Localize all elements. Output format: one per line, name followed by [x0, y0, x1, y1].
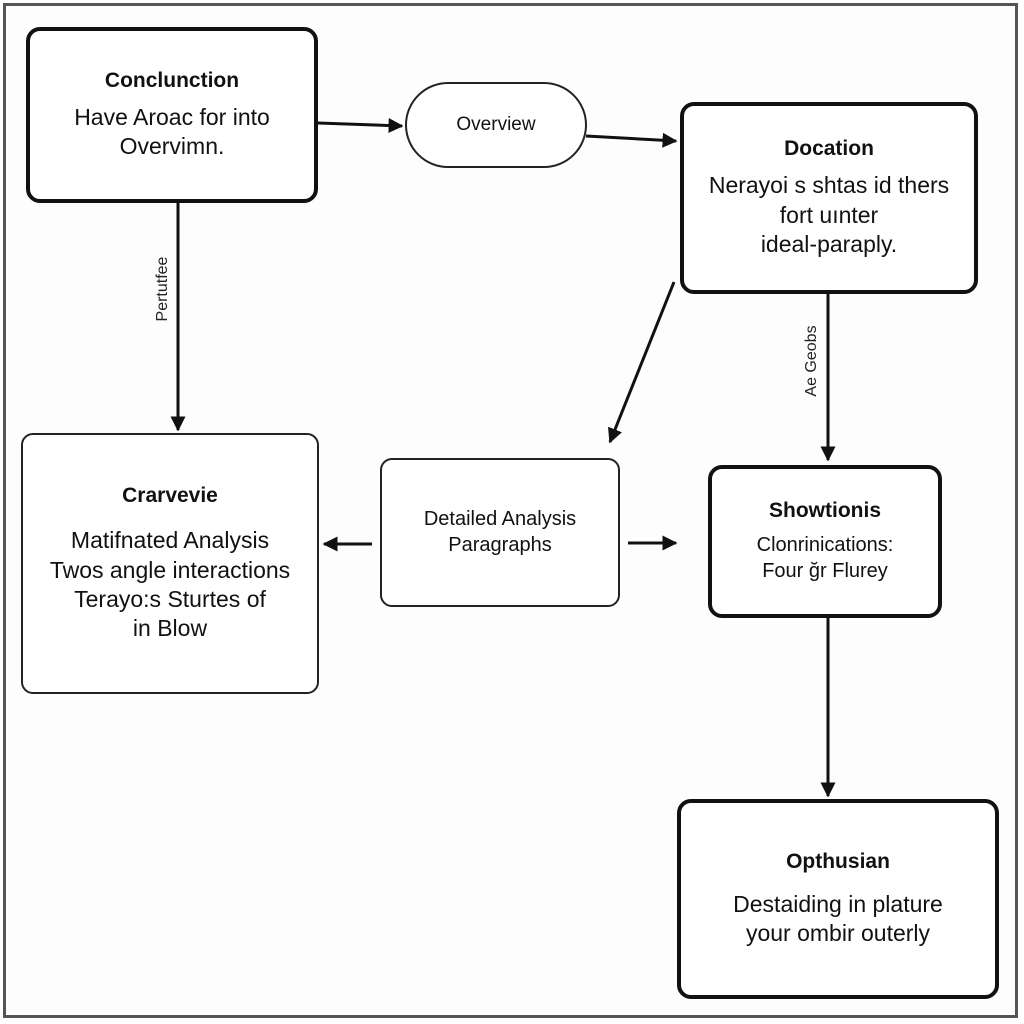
node-docation-line-1: Nerayoi s shtas id thers: [708, 172, 950, 199]
node-overview-label: Overview: [456, 113, 536, 135]
node-detailed-analysis[interactable]: Detailed Analysis Paragraphs: [380, 458, 620, 607]
node-craverie[interactable]: Crarvevie Matifnated Analysis Twos angle…: [21, 433, 319, 694]
node-opthusian-line-1: Destaiding in plature: [733, 891, 943, 917]
edge-label-right-vertical: Ae Geobs: [803, 325, 820, 397]
node-showtionis-line-1: Clonrinications:: [756, 534, 894, 557]
node-detailed-line-1: Detailed Analysis: [423, 507, 577, 530]
node-showtionis-line-2: Four ğr Flurey: [762, 559, 888, 582]
node-opthusian-title: Opthusian: [786, 850, 890, 874]
arrow-overview-to-docation: [585, 132, 678, 148]
node-conclusion-title: Conclunction: [104, 69, 240, 93]
arrow-conclusion-to-overview: [317, 118, 404, 134]
edge-label-left-vertical: Pertutfee: [154, 256, 171, 322]
node-opthusian[interactable]: Opthusian Destaiding in plature your omb…: [677, 799, 999, 999]
node-craverie-line-2: Twos angle interactions: [49, 556, 291, 583]
node-craverie-title: Crarvevie: [122, 484, 218, 508]
node-overview[interactable]: Overview: [405, 82, 587, 168]
node-conclusion-line-1: Have Aroac for into: [74, 104, 270, 130]
node-opthusian-line-2: your ombir outerly: [745, 920, 931, 947]
arrow-docation-to-detailed: [608, 281, 676, 444]
node-conclusion[interactable]: Conclunction Have Aroac for into Overvim…: [26, 27, 318, 203]
node-docation[interactable]: Docation Nerayoi s shtas id thers fort u…: [680, 102, 978, 294]
node-showtionis[interactable]: Showtionis Clonrinications: Four ğr Flur…: [708, 465, 942, 618]
node-conclusion-line-2: Overvimn.: [119, 133, 225, 160]
node-docation-line-2: fort uınter: [779, 201, 879, 228]
node-craverie-line-3: Terayo:s Sturtes of: [74, 585, 266, 612]
node-craverie-line-4: in Blow: [132, 615, 208, 642]
node-craverie-line-1: Matifnated Analysis: [70, 527, 270, 554]
node-showtionis-title: Showtionis: [769, 499, 881, 523]
node-docation-title: Docation: [784, 137, 874, 161]
node-detailed-line-2: Paragraphs: [448, 533, 552, 556]
node-docation-line-3: ideal-paraply.: [760, 231, 898, 258]
